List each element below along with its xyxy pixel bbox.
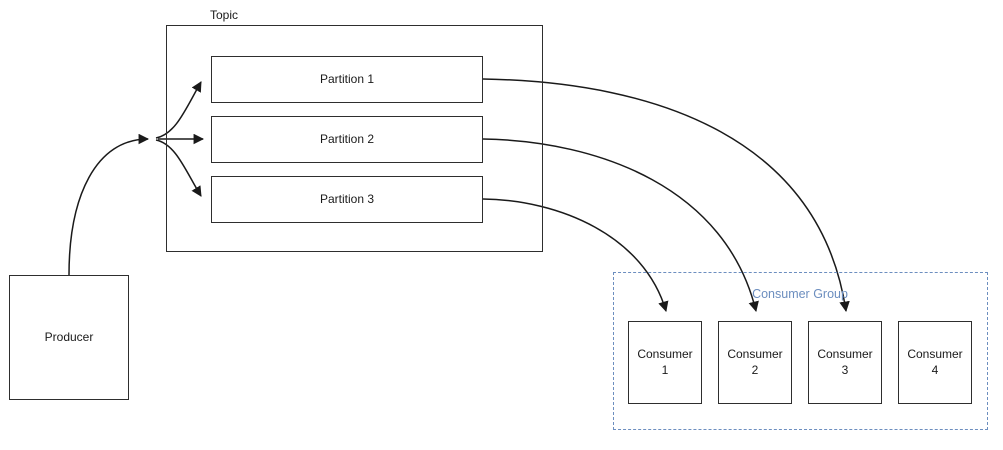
consumer-box-2[interactable]: Consumer 2 [718, 321, 792, 404]
consumer-box-1[interactable]: Consumer 1 [628, 321, 702, 404]
partition-box-1[interactable]: Partition 1 [211, 56, 483, 103]
consumer-label-3: Consumer 3 [817, 347, 873, 377]
consumer-label-1: Consumer 1 [637, 347, 693, 377]
partition-box-3[interactable]: Partition 3 [211, 176, 483, 223]
partition-label-1: Partition 1 [319, 71, 375, 86]
partition-box-2[interactable]: Partition 2 [211, 116, 483, 163]
consumer-label-4: Consumer 4 [907, 347, 963, 377]
consumer-box-4[interactable]: Consumer 4 [898, 321, 972, 404]
partition-label-2: Partition 2 [319, 131, 375, 146]
topic-label: Topic [210, 8, 239, 22]
consumer-label-2: Consumer 2 [727, 347, 783, 377]
partition-label-3: Partition 3 [319, 191, 375, 206]
producer-box[interactable]: Producer [9, 275, 129, 400]
producer-label: Producer [44, 329, 94, 344]
consumer-group-label: Consumer Group [752, 287, 848, 301]
consumer-box-3[interactable]: Consumer 3 [808, 321, 882, 404]
consumer-group-container[interactable] [613, 272, 988, 430]
edge-producer-to-hub [68, 133, 150, 276]
topic-container[interactable] [166, 25, 543, 252]
